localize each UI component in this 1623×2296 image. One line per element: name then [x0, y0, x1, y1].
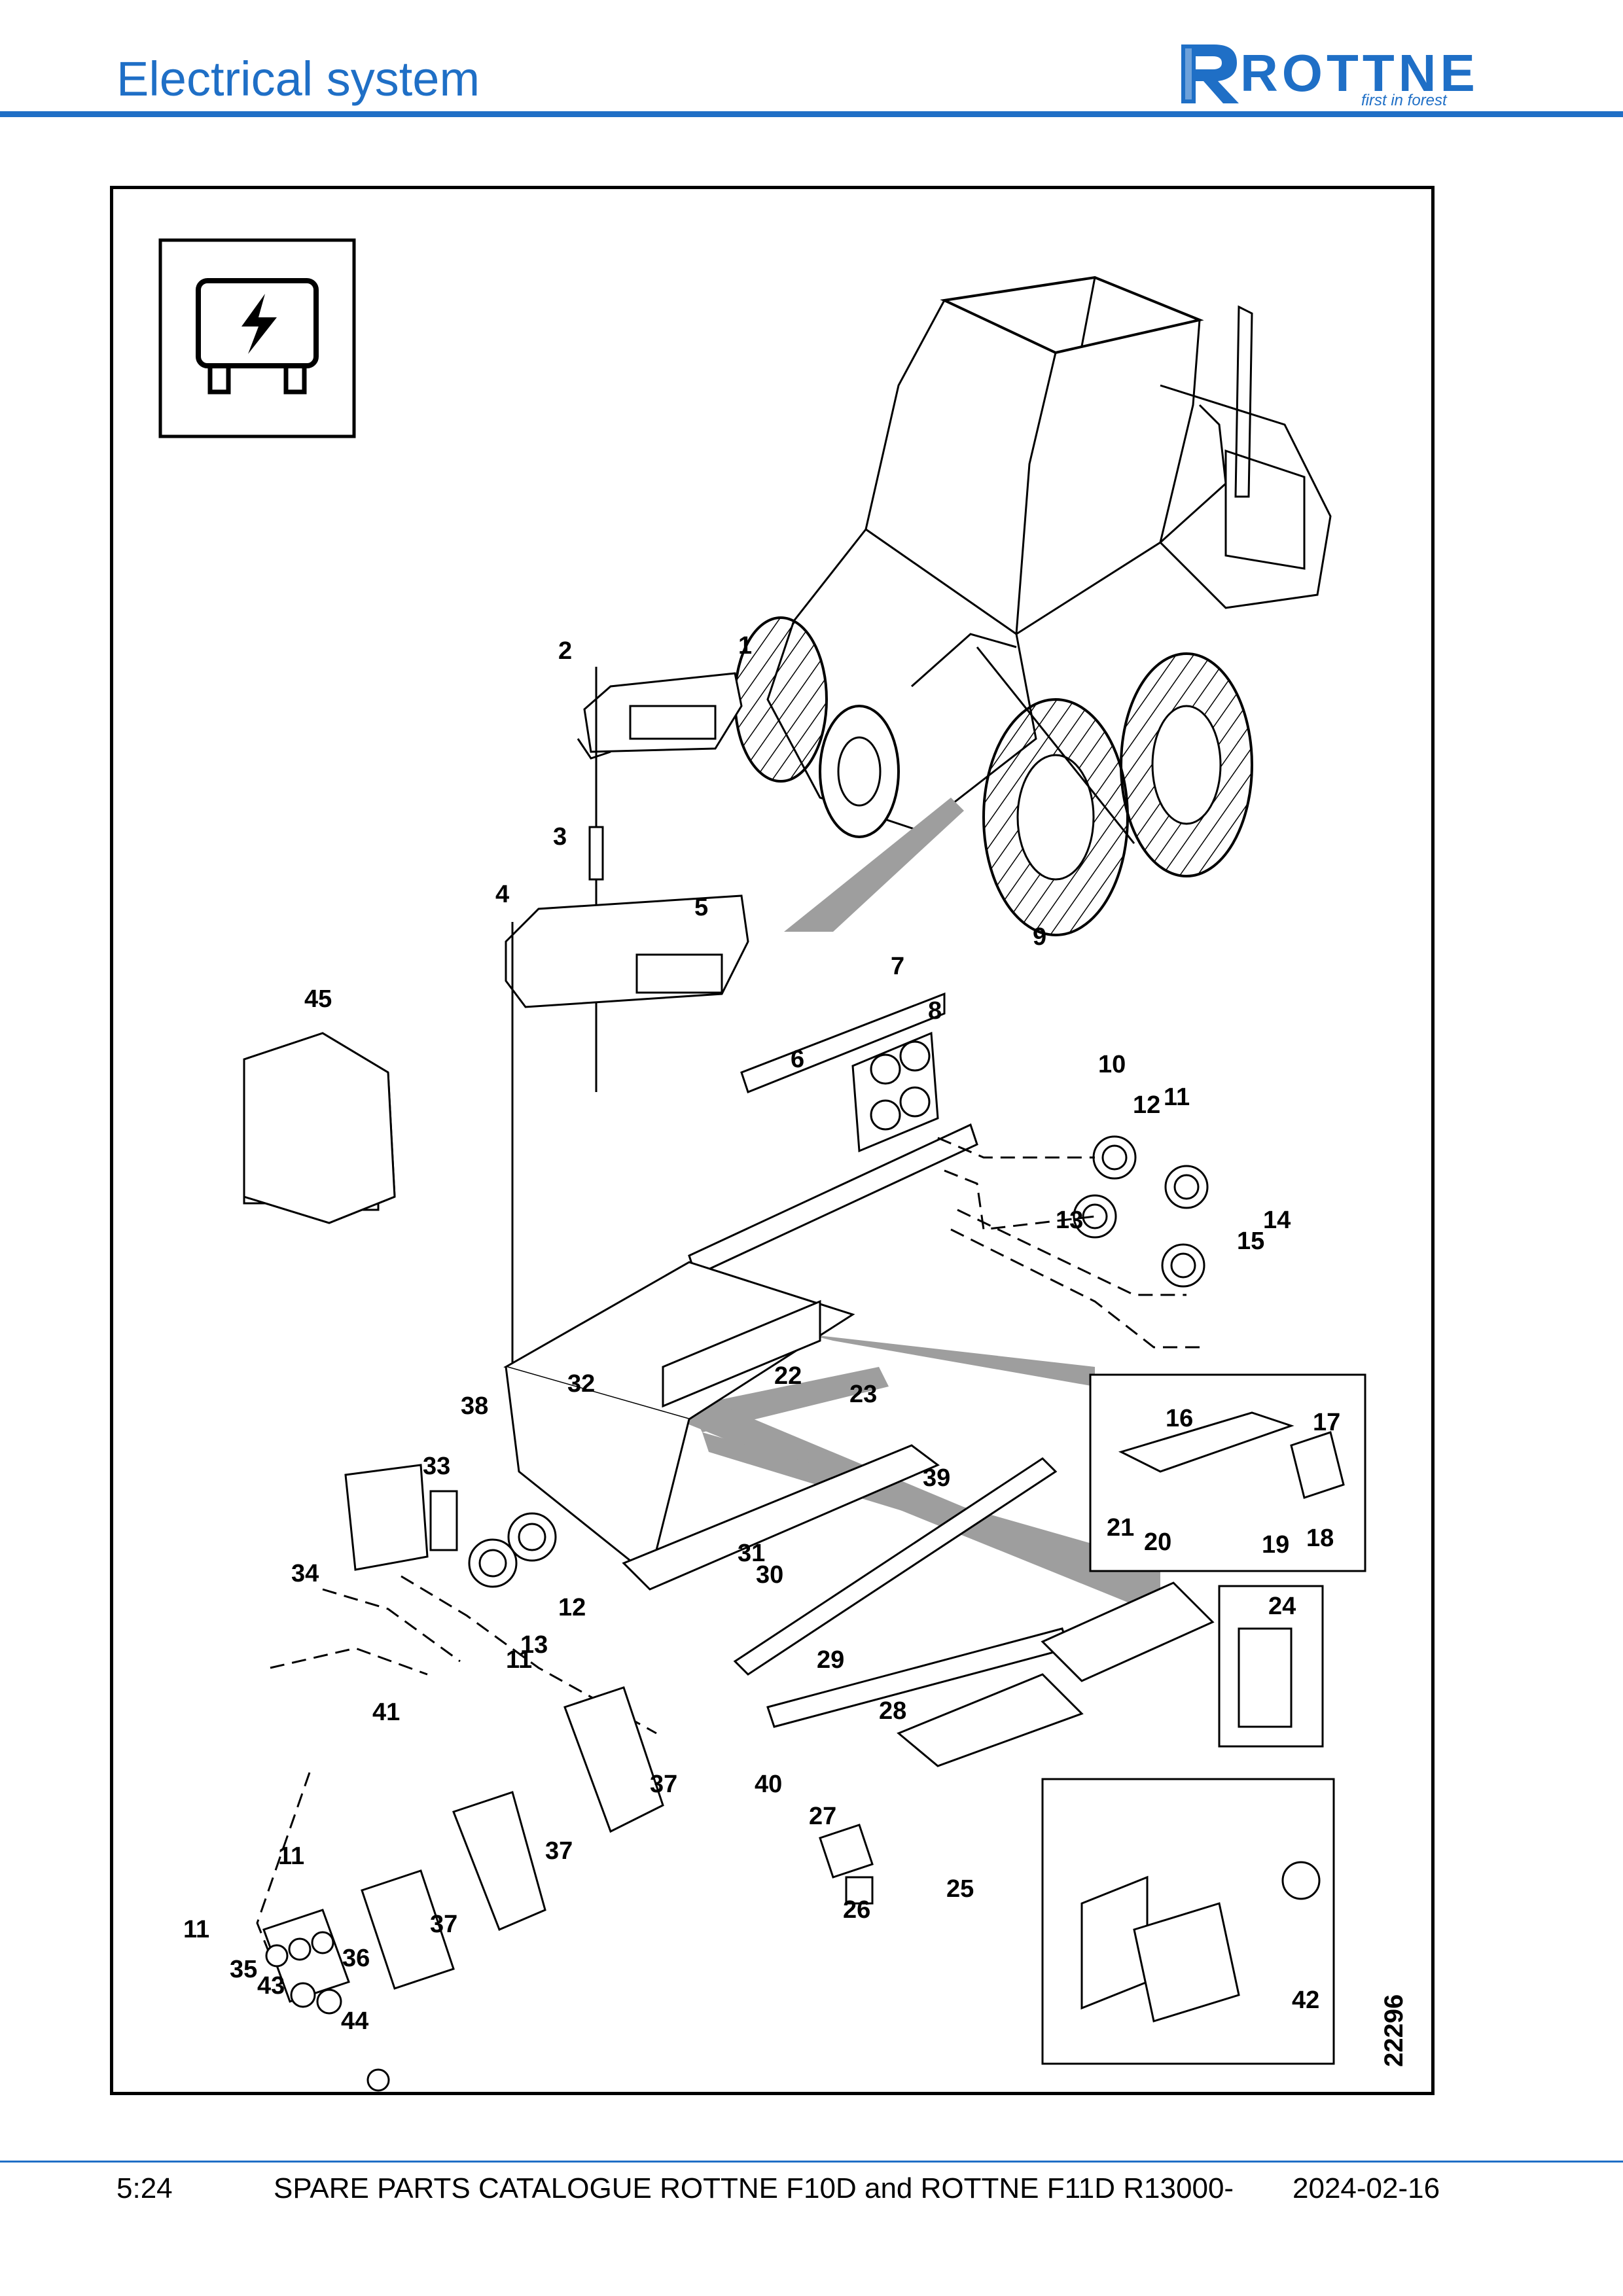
callout-13: 13	[1056, 1207, 1083, 1234]
drawing-number: 22296	[1380, 1994, 1408, 2067]
callout-15: 15	[1237, 1227, 1264, 1255]
callout-23: 23	[849, 1381, 877, 1408]
callout-25: 25	[946, 1875, 974, 1903]
callout-1: 1	[738, 632, 752, 660]
callout-27: 27	[809, 1803, 836, 1830]
callout-24: 24	[1268, 1593, 1296, 1620]
callout-11c: 11	[278, 1843, 304, 1870]
callout-11d: 11	[183, 1916, 209, 1943]
callout-18: 18	[1306, 1525, 1334, 1552]
callout-37b: 37	[545, 1837, 573, 1865]
rottne-logo-mark-icon	[1181, 44, 1239, 103]
callout-3: 3	[553, 823, 567, 851]
callout-28: 28	[879, 1697, 906, 1725]
header-divider	[0, 111, 1623, 117]
callout-2: 2	[558, 637, 572, 665]
mounting-brackets	[262, 1686, 664, 2092]
callout-40: 40	[755, 1771, 782, 1798]
callout-31: 31	[738, 1540, 765, 1567]
callout-19: 19	[1262, 1531, 1289, 1559]
callout-6: 6	[791, 1046, 804, 1073]
callout-26: 26	[843, 1896, 870, 1924]
callout-5: 5	[694, 894, 708, 921]
callout-4: 4	[495, 881, 509, 908]
callout-37c: 37	[430, 1911, 457, 1938]
callout-43: 43	[257, 1972, 285, 2000]
callout-45: 45	[304, 985, 332, 1013]
callout-30: 30	[756, 1561, 783, 1589]
callout-21: 21	[1107, 1514, 1134, 1542]
callout-36: 36	[342, 1945, 370, 1972]
callout-16: 16	[1166, 1405, 1193, 1432]
callout-42: 42	[1292, 1987, 1319, 2014]
callout-11b: 11	[506, 1646, 532, 1674]
connector-set	[468, 1135, 1209, 1588]
page-number: 5:24	[116, 2172, 173, 2204]
callout-12b: 12	[558, 1594, 586, 1621]
callout-11: 11	[1164, 1084, 1190, 1111]
publication-date: 2024-02-16	[1293, 2172, 1440, 2204]
callout-32: 32	[567, 1370, 595, 1398]
callout-8: 8	[928, 997, 942, 1025]
detail-leader-wedges	[676, 798, 1160, 1616]
callout-22: 22	[774, 1362, 802, 1390]
callout-7: 7	[891, 953, 904, 980]
callout-13b: 13	[520, 1631, 548, 1659]
forwarder-machine-illustration	[734, 275, 1332, 936]
callout-29: 29	[817, 1646, 844, 1674]
callout-20: 20	[1144, 1528, 1171, 1556]
callout-labels: 1 2 3 4 5 6 7 8 9 10 11 12 13 14 15 16 1…	[183, 632, 1340, 2035]
page-title: Electrical system	[116, 52, 480, 106]
callout-35: 35	[230, 1956, 257, 1983]
logo-wordmark: ROTTNE	[1240, 44, 1479, 102]
callout-17: 17	[1313, 1409, 1340, 1436]
detail-box-42	[1041, 1778, 1335, 2065]
callout-33: 33	[423, 1453, 450, 1480]
callout-37a: 37	[650, 1771, 677, 1798]
callout-44: 44	[341, 2007, 368, 2035]
electrical-system-icon	[158, 238, 356, 438]
callout-14: 14	[1263, 1207, 1291, 1234]
figure-frame: 1 2 3 4 5 6 7 8 9 10 11 12 13 14 15 16 1…	[110, 186, 1435, 2095]
callout-12: 12	[1133, 1091, 1160, 1119]
parts-exploded-view	[243, 667, 1215, 1905]
callout-41: 41	[372, 1699, 400, 1726]
callout-10: 10	[1098, 1051, 1126, 1078]
footer-divider	[0, 2161, 1623, 2163]
callout-39: 39	[923, 1464, 950, 1492]
callout-9: 9	[1033, 923, 1046, 951]
brand-logo: ROTTNE first in forest	[1175, 38, 1508, 110]
detail-box-24	[1218, 1585, 1324, 1748]
detail-box-16-21	[1089, 1373, 1366, 1572]
catalogue-title: SPARE PARTS CATALOGUE ROTTNE F10D and RO…	[274, 2172, 1234, 2204]
callout-34: 34	[291, 1560, 319, 1587]
exploded-parts-drawing: 1 2 3 4 5 6 7 8 9 10 11 12 13 14 15 16 1…	[158, 238, 1408, 2092]
logo-tagline: first in forest	[1361, 92, 1447, 109]
detail-module-45	[243, 1032, 396, 1224]
callout-38: 38	[461, 1392, 488, 1420]
